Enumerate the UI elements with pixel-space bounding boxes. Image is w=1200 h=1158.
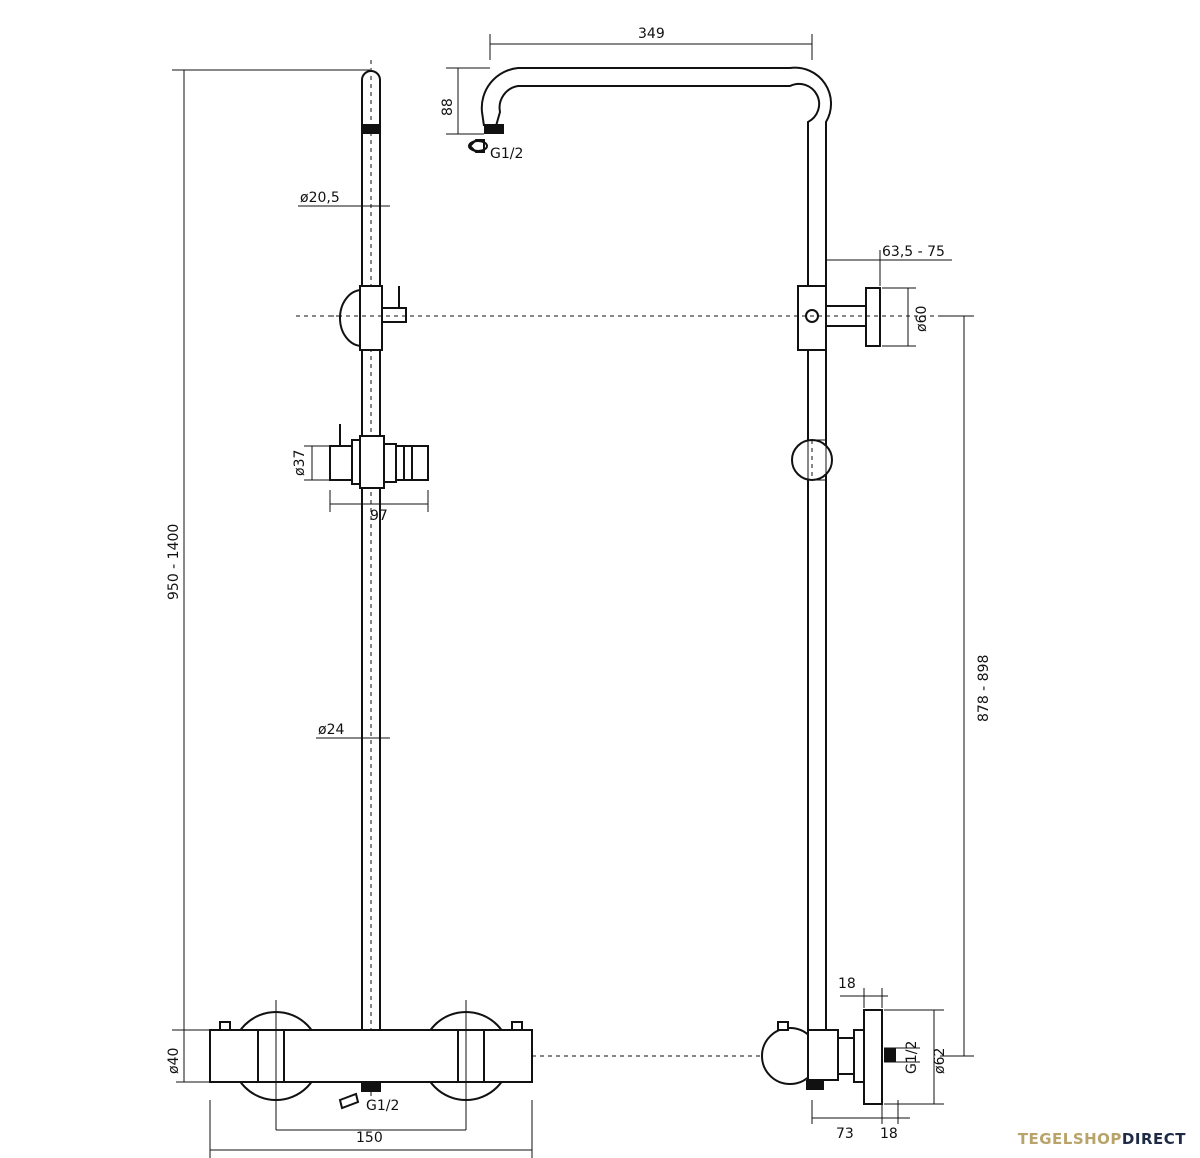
front-outlet: [338, 1092, 360, 1110]
dim-height-range: 950 - 1400: [166, 524, 182, 600]
dim-offset-range: 63,5 - 75: [882, 244, 945, 260]
dim-center-dist: 150: [356, 1130, 383, 1146]
brand-part2: DIRECT: [1121, 1130, 1186, 1148]
dim-bracket-dia: ø60: [914, 306, 930, 332]
dim-holder-width: 97: [370, 508, 388, 524]
side-valve: [761, 1009, 896, 1105]
front-holder: [329, 424, 429, 489]
brand-logo: TEGELSHOPDIRECT: [1018, 1130, 1186, 1148]
dim-conn-18-top: 18: [838, 976, 856, 992]
dim-head-drop: 88: [440, 98, 456, 116]
dim-rail-dia-top: ø20,5: [300, 190, 340, 206]
dim-head-thread: G1/2: [490, 146, 523, 162]
side-bracket: [797, 285, 881, 351]
dim-top-width: 349: [638, 26, 665, 42]
dim-holder-dia: ø37: [292, 450, 308, 476]
dim-conn-73: 73: [836, 1126, 854, 1142]
dim-outlet-thread: G1/2: [366, 1098, 399, 1114]
front-valve: [209, 1000, 533, 1130]
dim-conn-thread: G1/2: [904, 1041, 920, 1074]
side-view: [468, 66, 896, 1105]
front-bracket: [339, 285, 407, 351]
dim-conn-18-bottom: 18: [880, 1126, 898, 1142]
dim-valve-dia: ø40: [166, 1048, 182, 1074]
head-connector: [484, 124, 504, 134]
dim-conn-dia: ø62: [932, 1048, 948, 1074]
brand-part1: TEGELSHOP: [1017, 1130, 1122, 1148]
side-riser: [495, 82, 821, 1030]
dim-rail-dia: ø24: [318, 722, 344, 738]
dim-wall-range: 878 - 898: [976, 655, 992, 722]
front-view: [209, 60, 533, 1130]
rail-top-ring: [362, 124, 380, 134]
